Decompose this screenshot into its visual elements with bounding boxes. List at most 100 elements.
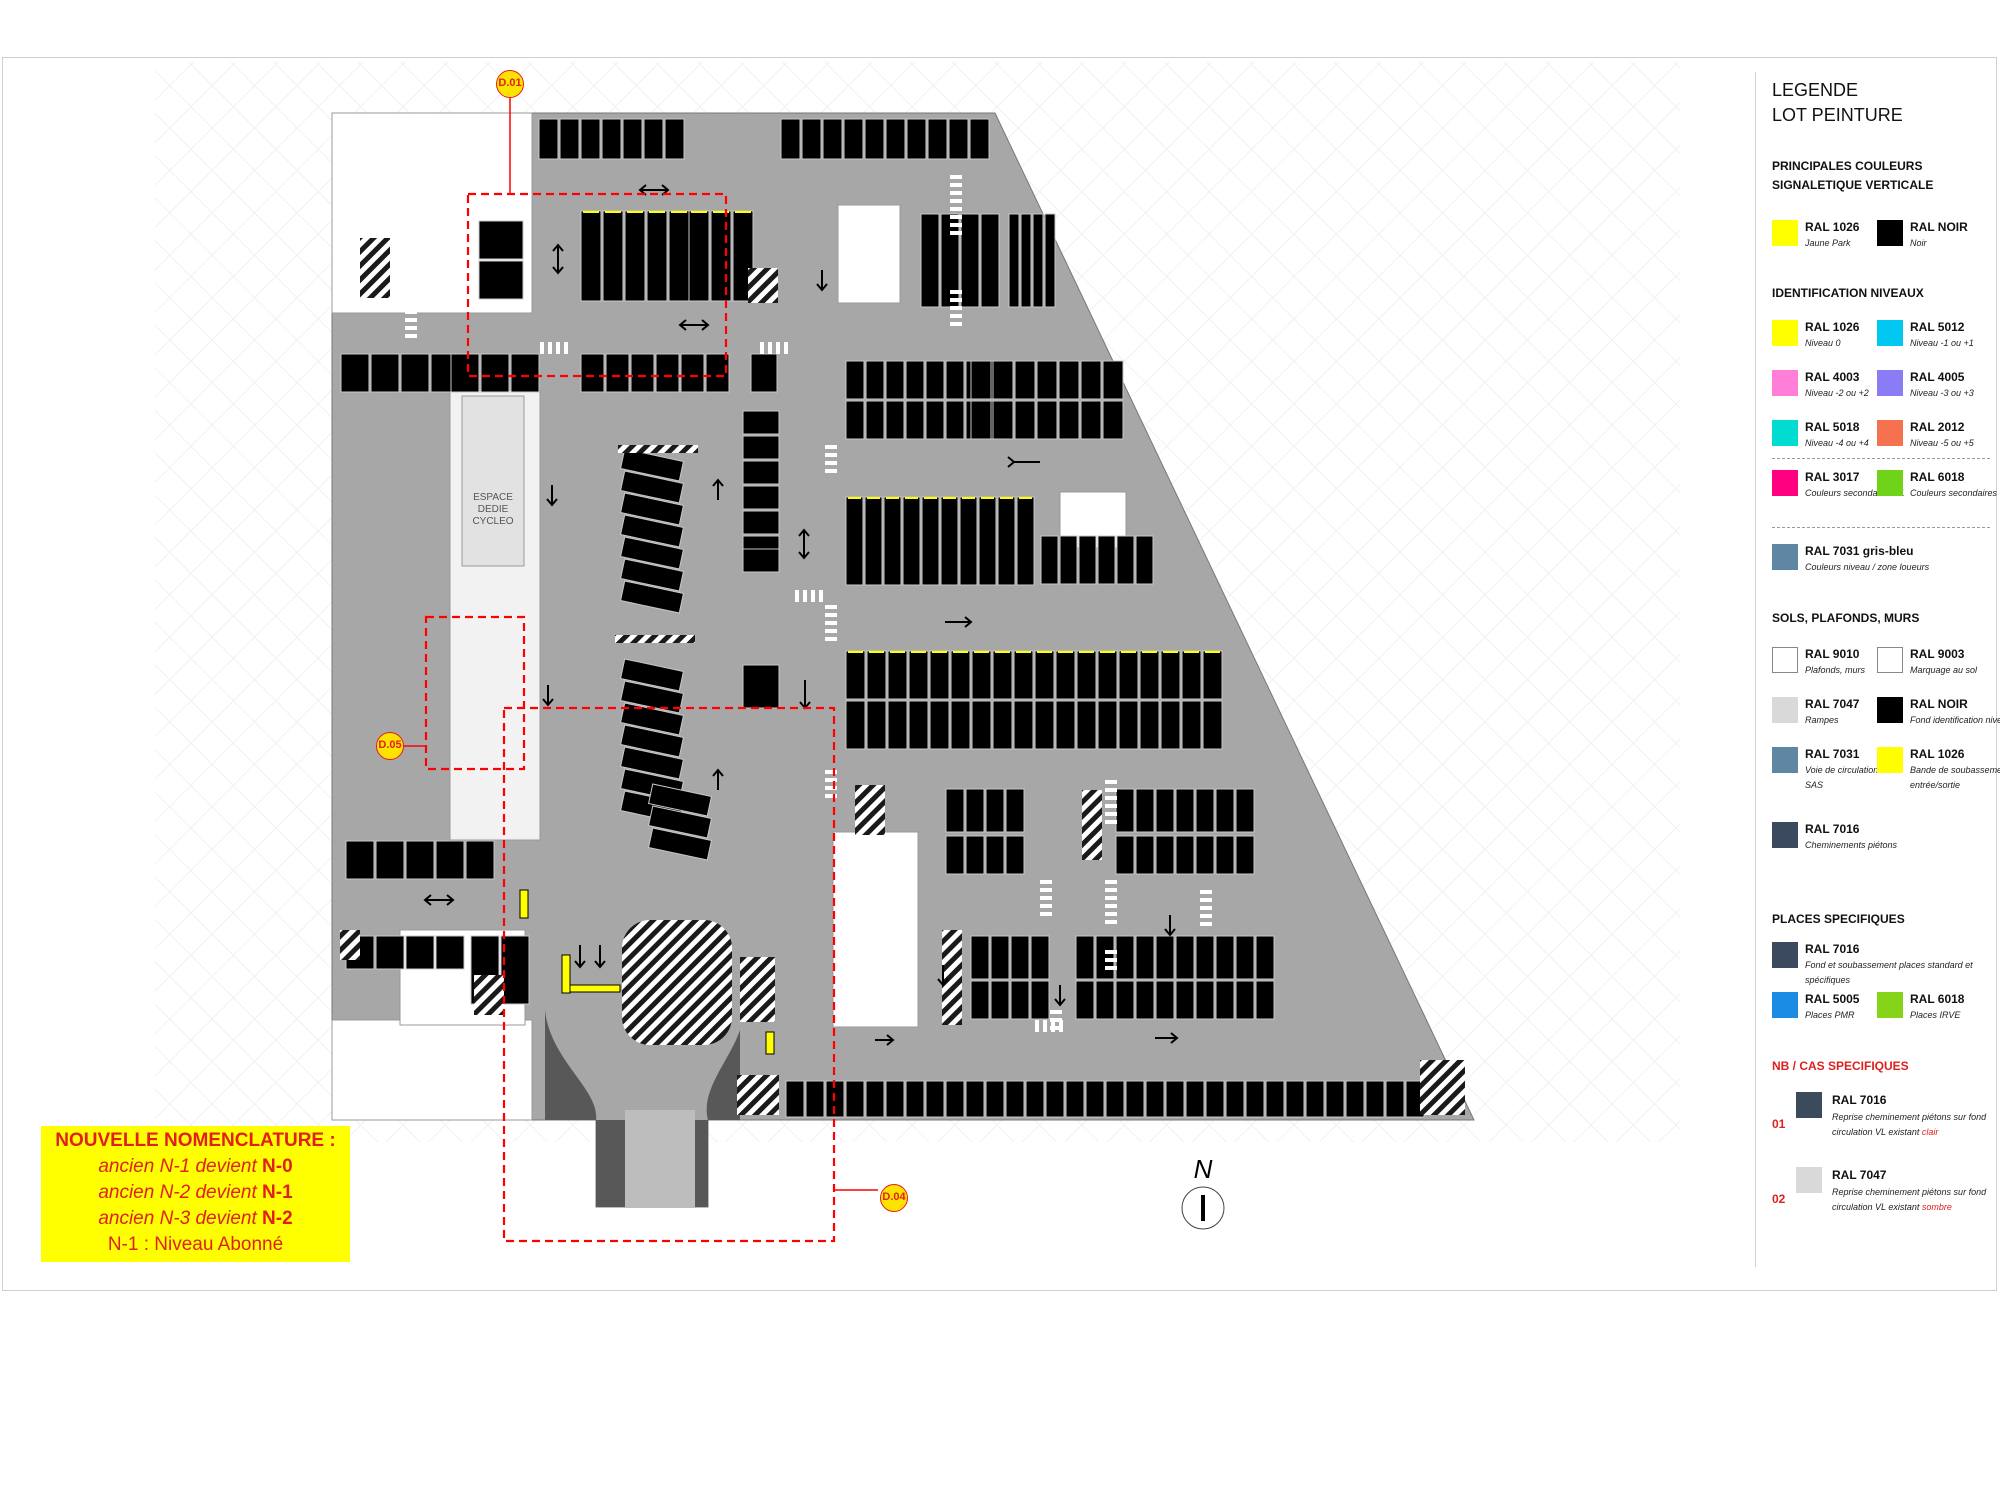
parking-stall (843, 118, 864, 160)
parking-stall (997, 496, 1016, 586)
legend-code: RAL 6018 (1910, 470, 1965, 484)
crosswalk-stripe (825, 629, 837, 633)
parking-stall (866, 700, 887, 750)
crosswalk-stripe (1200, 890, 1212, 894)
parking-stall (619, 702, 685, 736)
legend-desc: Voie de circulation + sol SAS (1805, 765, 1900, 790)
parking-stall (1135, 980, 1155, 1020)
legend-swatch (1772, 544, 1798, 570)
parking-stall (1055, 700, 1076, 750)
nomenclature-line: ancien N-3 devient N-2 (98, 1208, 293, 1229)
legend-desc: Plafonds, murs (1805, 665, 1866, 675)
parking-stall (992, 650, 1013, 700)
parking-stall (950, 700, 971, 750)
crosswalk-stripe (760, 342, 764, 354)
parking-stall (1285, 1080, 1305, 1118)
parking-stall (1097, 650, 1118, 700)
parking-stall (1215, 788, 1235, 833)
parking-stall (1008, 213, 1020, 308)
legend-code: RAL 7016 (1805, 942, 1860, 956)
legend-desc: Couleurs secondaires 02 (1910, 488, 2000, 498)
parking-stall (1036, 360, 1058, 400)
parking-stall (1005, 1080, 1025, 1118)
parking-stall (619, 746, 685, 780)
parking-stall (1215, 935, 1235, 980)
parking-stall (925, 400, 945, 440)
parking-stall (1055, 650, 1076, 700)
parking-stall (1058, 400, 1080, 440)
parking-stall (601, 118, 622, 160)
nb-swatch (1796, 1092, 1822, 1118)
crosswalk-stripe (1200, 922, 1212, 926)
hatch-zone (942, 930, 962, 1025)
nomenclature-title: NOUVELLE NOMENCLATURE : (55, 1130, 336, 1151)
crosswalk-stripe (405, 334, 417, 338)
section-nb: NB / CAS SPECIFIQUES (1772, 1059, 1909, 1073)
legend-divider (1772, 458, 1990, 459)
parking-stall (664, 118, 685, 160)
parking-stall (400, 353, 430, 393)
crosswalks (405, 175, 1212, 1032)
parking-stall (801, 118, 822, 160)
parking-stall (1036, 400, 1058, 440)
crosswalk-stripe (825, 794, 837, 798)
parking-stall (965, 788, 985, 833)
parking-stall (1065, 1080, 1085, 1118)
crosswalk-stripe (950, 215, 962, 219)
parking-stall (945, 400, 965, 440)
stall-yellow-band (911, 651, 926, 653)
parking-stall (990, 935, 1010, 980)
crosswalk-stripe (825, 445, 837, 449)
parking-stall (375, 935, 405, 970)
parking-stall (619, 448, 685, 482)
crosswalk-stripe (825, 770, 837, 774)
parking-stall (1076, 650, 1097, 700)
crosswalk-stripe (1059, 1020, 1063, 1032)
crosswalk-stripe (1105, 812, 1117, 816)
parking-stall (1095, 935, 1115, 980)
legend-code: RAL 1026 (1805, 320, 1860, 334)
parking-stall (940, 496, 959, 586)
crosswalk-stripe (1105, 820, 1117, 824)
crosswalk-stripe (405, 310, 417, 314)
parking-stall (1044, 213, 1056, 308)
parking-stall (866, 650, 887, 700)
arrow (712, 768, 724, 790)
parking-stall (1078, 535, 1097, 585)
parking-stall (883, 496, 902, 586)
crosswalk-stripe (950, 231, 962, 235)
parking-stall (624, 210, 646, 302)
stall-yellow-band (869, 651, 884, 653)
parking-stall (945, 1080, 965, 1118)
legend-code: RAL 2012 (1910, 420, 1965, 434)
parking-stall (1185, 1080, 1205, 1118)
parking-stall (1105, 1080, 1125, 1118)
legend-swatch (1877, 747, 1903, 773)
parking-stall (1195, 835, 1215, 875)
nb-desc: Reprise cheminement piétons sur fond cir… (1832, 1112, 1987, 1137)
parking-stall (845, 400, 865, 440)
crosswalk-stripe (1105, 904, 1117, 908)
legend-swatch (1877, 647, 1903, 673)
parking-stall (965, 1080, 985, 1118)
parking-stall (965, 835, 985, 875)
nb-swatch (1796, 1167, 1822, 1193)
nomenclature-box: NOUVELLE NOMENCLATURE : ancien N-1 devie… (41, 1126, 350, 1262)
legend-divider (1772, 527, 1990, 528)
arrow (542, 685, 554, 707)
parking-stall (885, 400, 905, 440)
detail-zone-d04 (502, 706, 836, 1243)
legend-desc: Fond identification niveau (1910, 715, 2000, 725)
parking-stall (1385, 1080, 1405, 1118)
parking-stall (885, 118, 906, 160)
parking-stall (1030, 935, 1050, 980)
parking-stall (510, 353, 540, 393)
hatched-zones (340, 238, 1465, 1115)
stall-yellow-band (1205, 651, 1220, 653)
parking-stall (1013, 650, 1034, 700)
arrow (937, 965, 949, 987)
crosswalk-stripe (556, 342, 560, 354)
parking-stall (580, 118, 601, 160)
crosswalk-stripe (1105, 780, 1117, 784)
crosswalk-stripe (819, 590, 823, 602)
